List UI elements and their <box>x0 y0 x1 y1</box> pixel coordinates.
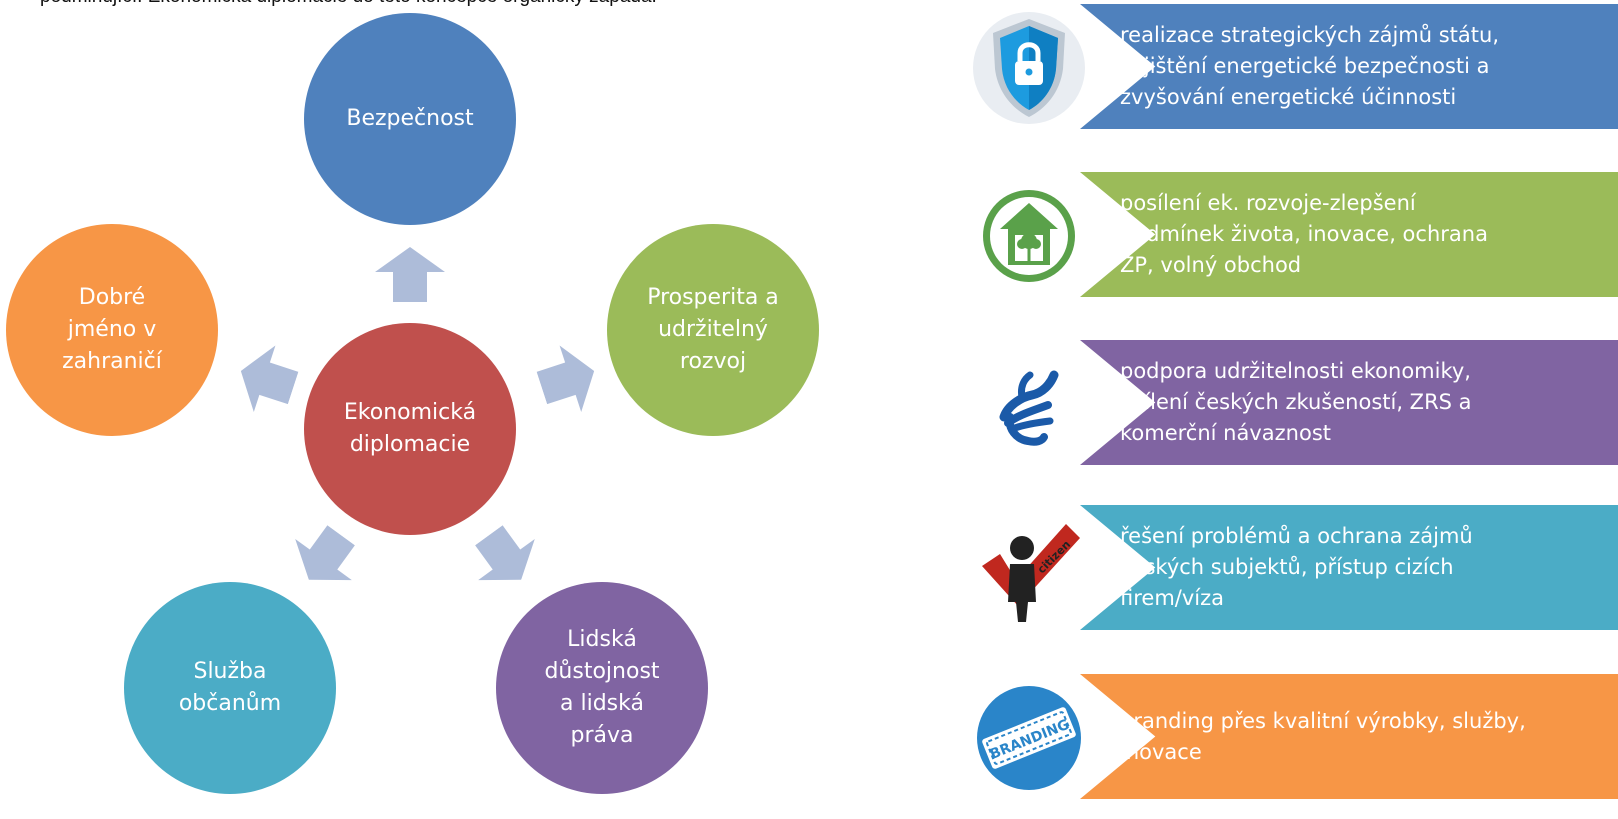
panel-banner <box>1080 340 1618 465</box>
panel-banner <box>1080 172 1618 297</box>
branding-stamp-icon: BRANDING <box>977 686 1081 790</box>
panel-citizens: řešení problémů a ochrana zájmů českých … <box>970 505 1618 630</box>
panel-line: komerční návaznost <box>1120 421 1332 445</box>
arrow-to-dobre-icon <box>240 345 299 413</box>
node-dobre-label: Dobré jméno v zahraničí <box>62 282 162 378</box>
citizen-check-icon: citizen <box>982 524 1080 622</box>
label-line: rozvoj <box>679 349 747 374</box>
arrow-to-sluzba-icon <box>295 525 355 581</box>
house-tree-icon <box>983 190 1075 282</box>
panel-text: realizace strategických zájmů státu, zaj… <box>1120 4 1605 129</box>
label-line: a lidská <box>560 691 644 716</box>
arrow-to-bezpecnost-icon <box>375 247 445 302</box>
panel-text: branding přes kvalitní výrobky, služby, … <box>1120 674 1605 799</box>
panel-line: branding přes kvalitní výrobky, služby, <box>1120 708 1526 733</box>
panel-line: českých subjektů, přístup cizích <box>1120 555 1454 579</box>
label-line: Prosperita a <box>647 285 779 310</box>
label-line: Lidská <box>567 627 637 652</box>
panel-line: zvyšování energetické účinnosti <box>1120 85 1457 109</box>
node-lidska: Lidská důstojnost a lidská práva <box>496 582 708 794</box>
panel-sustainability: podpora udržitelnosti ekonomiky, sdílení… <box>970 340 1618 465</box>
label-line: jméno v <box>67 317 157 342</box>
panel-line: sdílení českých zkušeností, ZRS a <box>1120 390 1472 414</box>
label-line: Ekonomická <box>343 400 477 425</box>
node-sluzba: Služba občanům <box>124 582 336 794</box>
label-line: udržitelný <box>658 317 768 342</box>
panel-text: řešení problémů a ochrana zájmů českých … <box>1120 505 1605 630</box>
label-line: práva <box>570 723 634 748</box>
node-bezpecnost-label: Bezpečnost <box>346 103 473 135</box>
panel-line: zajištění energetické bezpečnosti a <box>1120 54 1490 78</box>
node-center: Ekonomická diplomacie <box>304 323 516 535</box>
panel-line: řešení problémů a ochrana zájmů <box>1120 524 1473 548</box>
node-prosperita: Prosperita a udržitelný rozvoj <box>607 224 819 436</box>
panel-branding: branding přes kvalitní výrobky, služby, … <box>970 674 1618 799</box>
label-line: zahraničí <box>62 349 162 374</box>
label-line: Dobré <box>78 285 146 310</box>
panel-security: realizace strategických zájmů státu, zaj… <box>970 4 1618 129</box>
panel-line: podpora udržitelnosti ekonomiky, <box>1120 359 1471 383</box>
label-line: Služba <box>193 659 267 684</box>
panel-line: ŽP, volný obchod <box>1120 253 1302 277</box>
arrow-to-lidska-icon <box>475 525 535 581</box>
label-line: důstojnost <box>544 659 660 684</box>
label-line: Bezpečnost <box>346 106 474 131</box>
panel-banner <box>1080 674 1618 799</box>
shield-lock-icon <box>973 12 1085 124</box>
panel-line: podmínek života, inovace, ochrana <box>1120 222 1488 246</box>
node-dobre: Dobré jméno v zahraničí <box>6 224 218 436</box>
panel-line: inovace <box>1120 739 1202 764</box>
node-prosperita-label: Prosperita a udržitelný rozvoj <box>647 282 779 378</box>
intro-text: podmiňující. Ekonomická diplomacie do té… <box>40 0 940 8</box>
panel-banner <box>1080 505 1618 630</box>
label-line: občanům <box>178 691 282 716</box>
panel-text: posílení ek. rozvoje-zlepšení podmínek ž… <box>1120 172 1605 297</box>
panel-banner <box>1080 4 1618 129</box>
panel-line: firem/víza <box>1120 586 1225 610</box>
panel-prosperity: posílení ek. rozvoje-zlepšení podmínek ž… <box>970 172 1618 297</box>
hand-icon <box>999 370 1059 446</box>
node-center-label: Ekonomická diplomacie <box>344 397 476 461</box>
panel-text: podpora udržitelnosti ekonomiky, sdílení… <box>1120 340 1605 465</box>
panel-line: realizace strategických zájmů státu, <box>1120 23 1500 47</box>
node-lidska-label: Lidská důstojnost a lidská práva <box>544 624 659 752</box>
panel-line: posílení ek. rozvoje-zlepšení <box>1120 191 1416 215</box>
arrow-to-prosperita-icon <box>536 345 595 413</box>
node-sluzba-label: Služba občanům <box>179 656 281 720</box>
node-bezpecnost: Bezpečnost <box>304 13 516 225</box>
label-line: diplomacie <box>349 432 471 457</box>
